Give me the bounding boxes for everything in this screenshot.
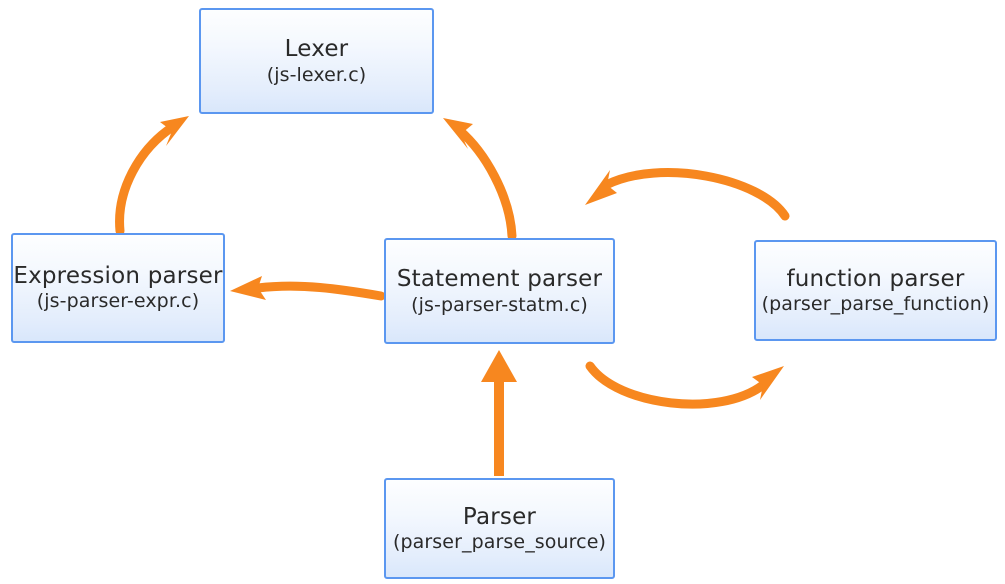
edge-expression-parser-to-lexer bbox=[115, 116, 189, 236]
arrowhead-icon bbox=[443, 118, 473, 149]
node-expression-parser[interactable]: Expression parser (js-parser-expr.c) bbox=[11, 233, 225, 343]
edge-function-parser-to-statement-parser bbox=[585, 168, 790, 221]
node-function-parser-title: function parser bbox=[786, 265, 965, 292]
edge-parser-to-statement-parser bbox=[481, 350, 517, 476]
arrowhead-icon bbox=[230, 276, 266, 300]
node-lexer-title: Lexer bbox=[284, 36, 349, 63]
arrowhead-icon bbox=[752, 366, 784, 400]
node-parser-title: Parser bbox=[462, 503, 537, 530]
node-function-parser[interactable]: function parser (parser_parse_function) bbox=[754, 240, 997, 341]
node-lexer-subtitle: (js-lexer.c) bbox=[266, 63, 367, 86]
node-expression-parser-subtitle: (js-parser-expr.c) bbox=[36, 290, 200, 313]
edge-statement-parser-to-function-parser bbox=[585, 361, 784, 409]
node-parser[interactable]: Parser (parser_parse_source) bbox=[384, 478, 615, 579]
node-statement-parser-subtitle: (js-parser-statm.c) bbox=[411, 293, 588, 316]
arrowhead-icon bbox=[585, 170, 617, 205]
arrowhead-icon bbox=[481, 350, 517, 382]
node-statement-parser[interactable]: Statement parser (js-parser-statm.c) bbox=[384, 238, 615, 344]
node-lexer[interactable]: Lexer (js-lexer.c) bbox=[199, 8, 434, 114]
node-expression-parser-title: Expression parser bbox=[13, 262, 223, 289]
node-parser-subtitle: (parser_parse_source) bbox=[392, 531, 607, 554]
edge-statement-parser-to-lexer bbox=[443, 118, 517, 241]
node-statement-parser-title: Statement parser bbox=[396, 266, 603, 293]
edge-statement-parser-to-expression-parser bbox=[230, 276, 386, 301]
arrowhead-icon bbox=[160, 116, 189, 146]
node-function-parser-subtitle: (parser_parse_function) bbox=[761, 293, 990, 316]
